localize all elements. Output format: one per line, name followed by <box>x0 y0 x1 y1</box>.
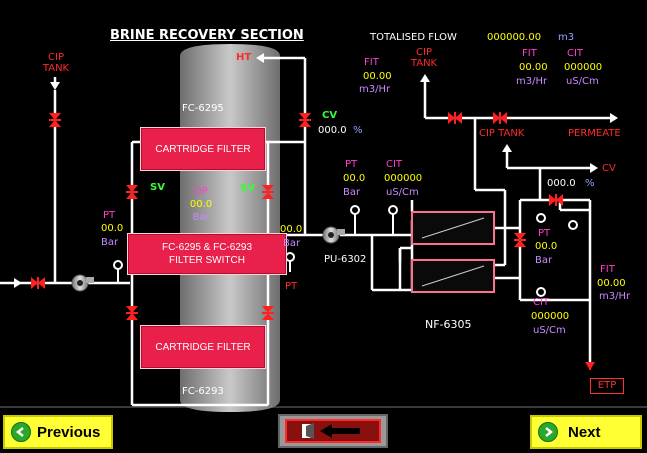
back-button[interactable] <box>278 414 388 448</box>
previous-button-label: Previous <box>37 423 101 441</box>
cv-right-value: 000.0 <box>547 178 576 189</box>
page-title: BRINE RECOVERY SECTION <box>110 28 304 43</box>
cit-mid-unit: uS/Cm <box>386 187 419 198</box>
pt-mid-unit: Bar <box>343 187 361 198</box>
cit-right2-label: CIT <box>533 297 550 308</box>
arrow-right-icon <box>538 422 558 442</box>
fit-right2-unit: m3/Hr <box>599 291 631 302</box>
cartridge-filter-bottom: CARTRIDGE FILTER <box>140 325 266 369</box>
pt-right-value: 00.0 <box>280 224 303 235</box>
cit-right2-unit: uS/Cm <box>533 325 566 336</box>
pump-left <box>71 274 94 292</box>
cartridge-filter-top: CARTRIDGE FILTER <box>140 127 266 171</box>
cip-tank-label-top: CIP TANK <box>410 47 438 69</box>
nf-modules <box>411 211 495 293</box>
fit-right2-value: 00.00 <box>597 278 626 289</box>
pt-left-value: 00.0 <box>101 223 124 234</box>
permeate-label: PERMEATE <box>568 128 621 139</box>
pump-pu-6302 <box>322 226 345 244</box>
cv-right-label: CV <box>602 163 616 174</box>
cv-right-unit: % <box>585 178 595 189</box>
cv-left-label: CV <box>322 110 338 121</box>
dp-unit: Bar <box>192 212 210 223</box>
cip-tank-label-left: CIP TANK <box>42 52 70 74</box>
fit-mid-label: FIT <box>364 57 379 68</box>
pt-right2-value: 00.0 <box>535 241 558 252</box>
cit-right2-value: 000000 <box>531 311 570 322</box>
pump-tag: PU-6302 <box>324 254 367 265</box>
pt-left-unit: Bar <box>101 237 119 248</box>
fit-right-label: FIT <box>522 48 537 59</box>
filter-switch-button[interactable]: FC-6295 & FC-6293 FILTER SWITCH <box>127 233 287 275</box>
cit-mid-label: CIT <box>386 159 403 170</box>
pt-right2-label: PT <box>538 228 551 239</box>
next-button[interactable]: Next <box>530 415 642 449</box>
sv-right-label: SV <box>240 183 255 194</box>
instrument-stems <box>117 214 394 283</box>
totalised-flow-value: 000000.00 <box>487 32 542 43</box>
etp-label: ETP <box>590 378 624 394</box>
sv-left-label: SV <box>150 182 165 193</box>
arrow-left-icon <box>11 422 31 442</box>
fit-right-unit: m3/Hr <box>516 76 548 87</box>
cv-left-value: 000.0 <box>318 125 347 136</box>
cit-mid-value: 000000 <box>384 173 423 184</box>
cip-tank-label-mid: CIP TANK <box>479 128 525 139</box>
dp-label: DP <box>194 186 208 197</box>
fit-right-value: 00.00 <box>519 62 548 73</box>
exit-arrow-icon <box>285 419 381 443</box>
cit-right-value: 000000 <box>564 62 603 73</box>
vessel-tag-bottom: FC-6293 <box>182 386 224 397</box>
pt-right-unit: Bar <box>283 238 301 249</box>
nf-tag: NF-6305 <box>425 318 472 331</box>
valves <box>31 112 563 320</box>
fit-right2-label: FIT <box>600 264 615 275</box>
pt-mid-value: 00.0 <box>343 173 366 184</box>
next-button-label: Next <box>568 423 601 441</box>
totalised-flow-label: TOTALISED FLOW <box>370 32 457 43</box>
dp-value: 00.0 <box>189 199 213 210</box>
pt-left-label: PT <box>103 210 116 221</box>
ht-label: HT <box>236 52 252 63</box>
cv-left-unit: % <box>353 125 363 136</box>
vessel-tag-top: FC-6295 <box>182 103 224 114</box>
previous-button[interactable]: Previous <box>3 415 113 449</box>
pt-mid-label: PT <box>345 159 358 170</box>
cit-right-label: CIT <box>567 48 584 59</box>
pt-right-label: PT <box>285 281 298 292</box>
totalised-flow-unit: m3 <box>558 32 575 43</box>
fit-mid-value: 00.00 <box>363 71 392 82</box>
fit-mid-unit: m3/Hr <box>359 84 391 95</box>
pt-right2-unit: Bar <box>535 255 553 266</box>
cit-right-unit: uS/Cm <box>566 76 599 87</box>
